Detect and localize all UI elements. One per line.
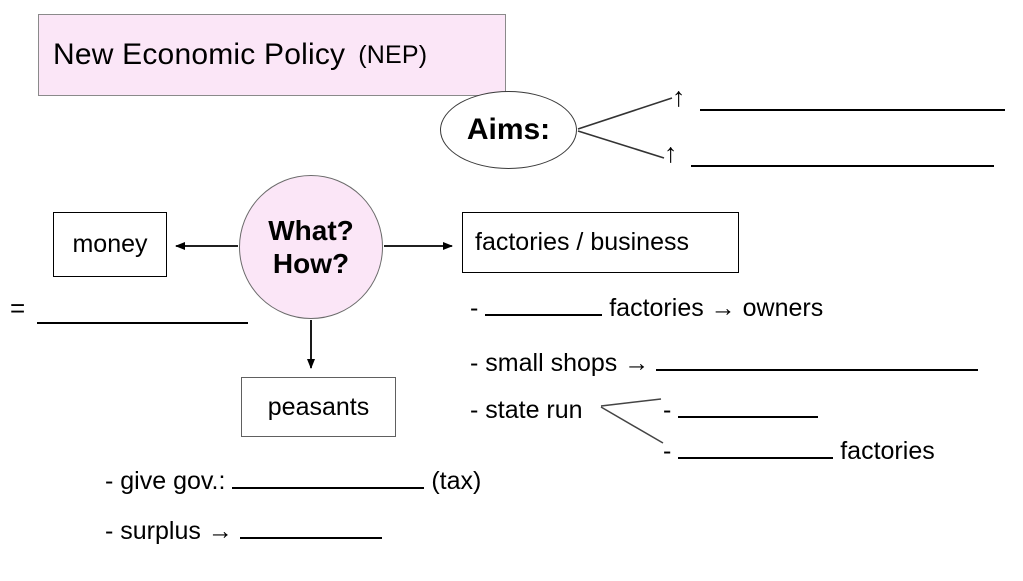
peasants-item-2: - surplus →: [105, 513, 382, 544]
peasants-item-1-text: give gov.:: [120, 467, 226, 495]
page-title: New Economic Policy (NEP): [38, 14, 506, 96]
state-run-branch-line-1: [600, 398, 662, 407]
money-equals-sign: =: [10, 293, 26, 323]
up-arrow-icon: ↑: [672, 82, 686, 112]
aims-branch-line-2: [577, 130, 665, 159]
peasants-item-2-blank[interactable]: [239, 513, 382, 539]
node-peasants-label: peasants: [267, 392, 370, 421]
aims-blank-line-2[interactable]: [691, 138, 994, 167]
state-run-branch-line-2: [600, 406, 664, 444]
aims-blank-line-1[interactable]: [700, 82, 1005, 111]
page-title-main: New Economic Policy: [53, 38, 346, 71]
bullet-dash: -: [105, 517, 114, 545]
node-peasants[interactable]: peasants: [241, 377, 396, 437]
bullet-dash: -: [470, 294, 479, 322]
page-title-abbreviation: (NEP): [358, 40, 428, 69]
state-run-branch-1: -: [663, 392, 819, 424]
up-arrow-icon: ↑: [664, 138, 678, 168]
peasants-item-1-blank[interactable]: [232, 463, 425, 489]
state-run-branch-1-blank[interactable]: [678, 392, 819, 418]
factories-item-1-blank[interactable]: [485, 290, 603, 316]
factories-item-1-text: factories → owners: [609, 294, 824, 322]
node-what-how[interactable]: What? How?: [239, 175, 383, 319]
node-money[interactable]: money: [53, 212, 167, 277]
peasants-item-1-suffix: (tax): [431, 467, 482, 495]
node-factories-business[interactable]: factories / business: [462, 212, 739, 273]
bullet-dash: -: [105, 467, 114, 495]
factories-item-2: - small shops →: [470, 345, 979, 377]
node-what-how-line2: How?: [272, 248, 350, 279]
state-run-branch-2: - factories: [663, 433, 935, 464]
node-factories-business-label: factories / business: [475, 228, 689, 256]
factories-item-3: - state run: [470, 398, 583, 423]
state-run-branch-2-blank[interactable]: [678, 433, 834, 459]
money-blank-line[interactable]: [37, 296, 248, 324]
bullet-dash: -: [470, 349, 479, 377]
bullet-dash: -: [470, 396, 479, 424]
node-aims[interactable]: Aims:: [440, 91, 577, 169]
factories-item-2-blank[interactable]: [656, 345, 979, 371]
node-what-how-line1: What?: [268, 214, 354, 246]
factories-item-1: - factories → owners: [470, 290, 823, 321]
factories-item-3-text: state run: [485, 396, 583, 424]
peasants-item-1: - give gov.: (tax): [105, 463, 481, 494]
factories-item-2-text: small shops →: [485, 349, 650, 377]
bullet-dash: -: [663, 437, 672, 465]
aims-branch-line-1: [577, 97, 673, 130]
peasants-item-2-text: surplus →: [120, 517, 233, 545]
state-run-branch-2-text: factories: [840, 437, 935, 465]
bullet-dash: -: [663, 396, 672, 424]
node-aims-label: Aims:: [466, 113, 551, 146]
node-money-label: money: [72, 230, 148, 258]
